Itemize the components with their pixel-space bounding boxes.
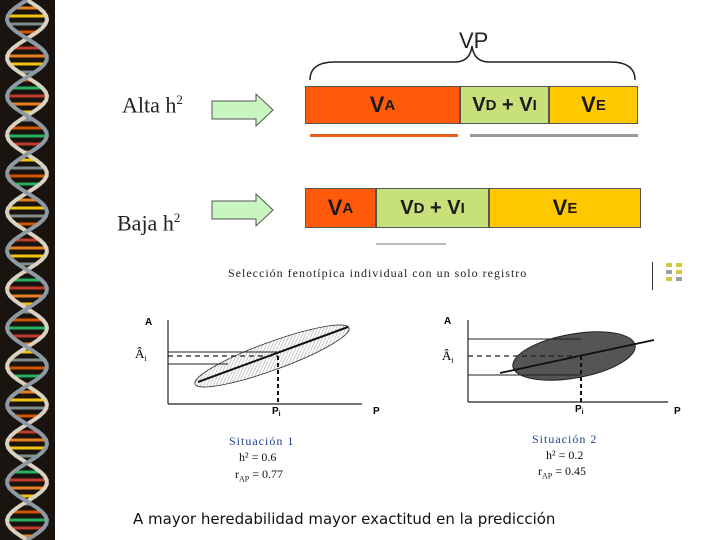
regression-line	[197, 326, 349, 383]
situacion-1-title: Situación 1	[229, 434, 295, 448]
va-underline-low	[376, 243, 446, 245]
pi-label: Pi	[272, 406, 281, 418]
pi-label: Pi	[575, 404, 584, 416]
arrow-right-icon	[211, 192, 274, 228]
plot-situacion-1: A Âi P Pi	[135, 317, 380, 418]
scatter-ellipse	[512, 331, 636, 381]
rap-value-2: rAP = 0.45	[538, 464, 587, 481]
y-axis-label: A	[145, 317, 152, 328]
rap-value-1: rAP = 0.77	[235, 467, 284, 484]
caption: A mayor heredabilidad mayor exactitud en…	[133, 510, 556, 528]
figure-title: Selección fenotípica individual con un s…	[228, 266, 528, 280]
residual-underline	[470, 134, 638, 137]
x-axis-label: P	[674, 406, 681, 417]
x-axis-label: P	[373, 406, 380, 417]
h2-value-1: h² = 0.6	[239, 450, 277, 464]
h2-value-2: h² = 0.2	[546, 448, 584, 462]
alta-h2-label: Alta h2	[122, 92, 183, 118]
va-underline	[310, 134, 458, 137]
arrow-right-icon	[211, 92, 274, 128]
a-hat-label: Âi	[135, 346, 147, 363]
dots-icon	[666, 263, 682, 281]
situacion-2-title: Situación 2	[532, 432, 598, 446]
y-axis-label: A	[444, 316, 451, 327]
vp-label: VP	[459, 28, 489, 53]
plot-situacion-2: A Âi P Pi	[442, 316, 681, 417]
divider	[652, 262, 653, 290]
vp-brace	[309, 45, 636, 81]
a-hat-label: Âi	[442, 348, 454, 365]
baja-h2-label: Baja h2	[117, 210, 181, 236]
dna-helix-decoration	[0, 0, 55, 540]
